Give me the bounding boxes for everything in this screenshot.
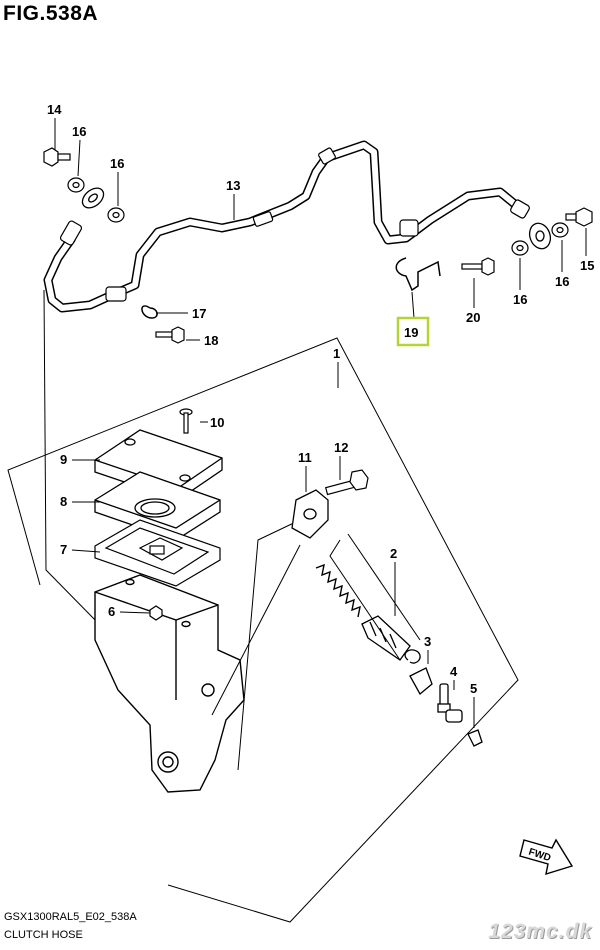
piston-leader-2 — [347, 533, 421, 641]
watermark: 123mc.dk — [488, 920, 592, 943]
callout-3[interactable]: 3 — [424, 634, 431, 649]
callout-7[interactable]: 7 — [60, 542, 67, 557]
bore-leader-line-2 — [211, 544, 301, 716]
hose-clip — [141, 305, 158, 319]
callout-1[interactable]: 1 — [333, 346, 340, 361]
callout-15[interactable]: 15 — [580, 258, 594, 273]
clamp-bolt — [155, 326, 185, 344]
assembly-boundary — [7, 337, 519, 923]
figure-code: GSX1300RAL5_E02_538A — [4, 911, 137, 923]
hose-leader-line — [43, 289, 101, 626]
master-cylinder-body — [94, 574, 245, 793]
union-bolt-right — [565, 207, 593, 227]
callout-16-a[interactable]: 16 — [72, 124, 86, 139]
banjo-fitting-left — [81, 187, 105, 209]
bracket-bolt — [324, 469, 369, 496]
push-rod — [437, 683, 463, 723]
callout-8[interactable]: 8 — [60, 494, 67, 509]
fwd-arrow: FWD — [519, 838, 574, 876]
circlip — [404, 649, 421, 664]
callout-18[interactable]: 18 — [204, 333, 218, 348]
hose-fittings — [59, 147, 530, 302]
callout-4[interactable]: 4 — [450, 664, 458, 679]
reservoir-bracket — [291, 489, 329, 539]
callout-5[interactable]: 5 — [470, 681, 477, 696]
callout-2[interactable]: 2 — [390, 546, 397, 561]
callout-12[interactable]: 12 — [334, 440, 348, 455]
callout-6[interactable]: 6 — [108, 604, 115, 619]
callout-10[interactable]: 10 — [210, 415, 224, 430]
clutch-hose — [43, 140, 525, 313]
highlight-box — [396, 316, 430, 347]
banjo-fitting-right — [528, 222, 552, 250]
hose-clamp — [395, 257, 441, 292]
callout-13[interactable]: 13 — [226, 178, 240, 193]
clamp-bolt-right — [461, 257, 495, 276]
callout-19[interactable]: 19 — [404, 325, 418, 340]
callout-17[interactable]: 17 — [192, 306, 206, 321]
gasket-washers — [67, 177, 569, 256]
callout-9[interactable]: 9 — [60, 452, 67, 467]
union-bolt-left — [43, 147, 71, 167]
figure-name: CLUTCH HOSE — [4, 929, 83, 941]
cover-screw — [179, 408, 193, 434]
callout-16-d[interactable]: 16 — [555, 274, 569, 289]
piston-leader — [329, 539, 401, 661]
piston-set — [361, 615, 411, 661]
push-rod-cap — [467, 729, 483, 747]
callout-20[interactable]: 20 — [466, 310, 480, 325]
body-screw — [149, 605, 163, 621]
piston-spring — [315, 563, 361, 618]
callout-leaders — [54, 118, 587, 728]
callout-16-c[interactable]: 16 — [513, 292, 527, 307]
figure-title: FIG.538A — [3, 2, 99, 25]
callout-11[interactable]: 11 — [298, 450, 312, 465]
callout-14[interactable]: 14 — [47, 102, 62, 117]
dust-boot — [409, 667, 433, 696]
callout-16-b[interactable]: 16 — [110, 156, 124, 171]
diaphragm — [94, 519, 221, 587]
cap-plate — [94, 471, 221, 541]
bore-leader-line — [237, 519, 301, 771]
